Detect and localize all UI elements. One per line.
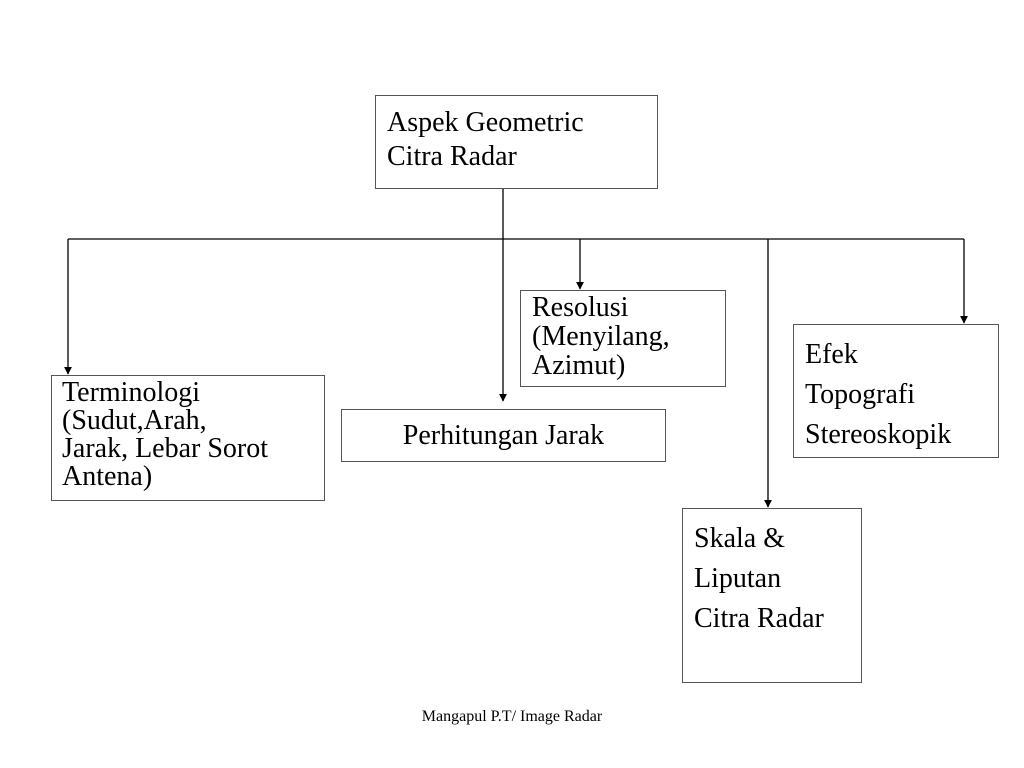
- terminologi-node-label: Terminologi (Sudut,Arah, Jarak, Lebar So…: [62, 377, 269, 492]
- terminologi-node-box: Terminologi (Sudut,Arah, Jarak, Lebar So…: [51, 375, 325, 501]
- efek-node-box: Efek Topografi Stereoskopik: [793, 324, 999, 458]
- footer-caption: Mangapul P.T/ Image Radar: [421, 708, 603, 725]
- skala-node-label: Skala & Liputan Citra Radar: [694, 523, 824, 634]
- perhitungan-node-box: Perhitungan Jarak: [341, 409, 666, 462]
- resolusi-node-label: Resolusi (Menyilang, Azimut): [532, 292, 670, 381]
- root-node-label: Aspek Geometric Citra Radar: [387, 107, 584, 172]
- perhitungan-node-label: Perhitungan Jarak: [402, 420, 605, 451]
- resolusi-node-box: Resolusi (Menyilang, Azimut): [520, 290, 726, 387]
- skala-node-box: Skala & Liputan Citra Radar: [682, 508, 862, 683]
- efek-node-label: Efek Topografi Stereoskopik: [805, 339, 952, 450]
- root-node-box: Aspek Geometric Citra Radar: [375, 95, 658, 189]
